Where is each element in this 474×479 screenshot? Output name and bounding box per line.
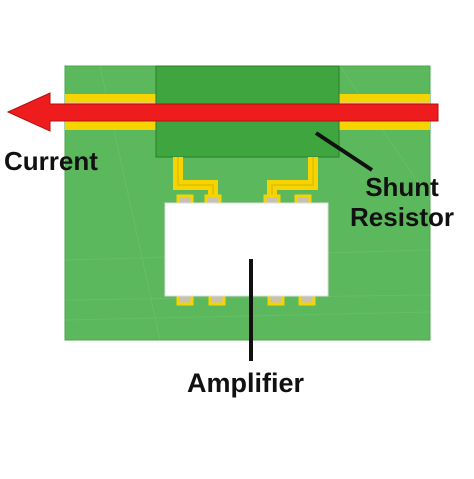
amplifier-label: Amplifier bbox=[187, 368, 305, 398]
current-label: Current bbox=[4, 146, 98, 176]
shunt-resistor-label: Shunt Resistor bbox=[350, 172, 454, 232]
amplifier-chip-icon bbox=[164, 202, 329, 297]
left-arrow-icon bbox=[6, 92, 439, 132]
board-texture bbox=[64, 65, 431, 341]
shunt-leader-line bbox=[314, 131, 374, 172]
shunt-resistor-label-line1: Shunt bbox=[365, 172, 439, 202]
shunt-resistor-label-line2: Resistor bbox=[350, 202, 455, 232]
